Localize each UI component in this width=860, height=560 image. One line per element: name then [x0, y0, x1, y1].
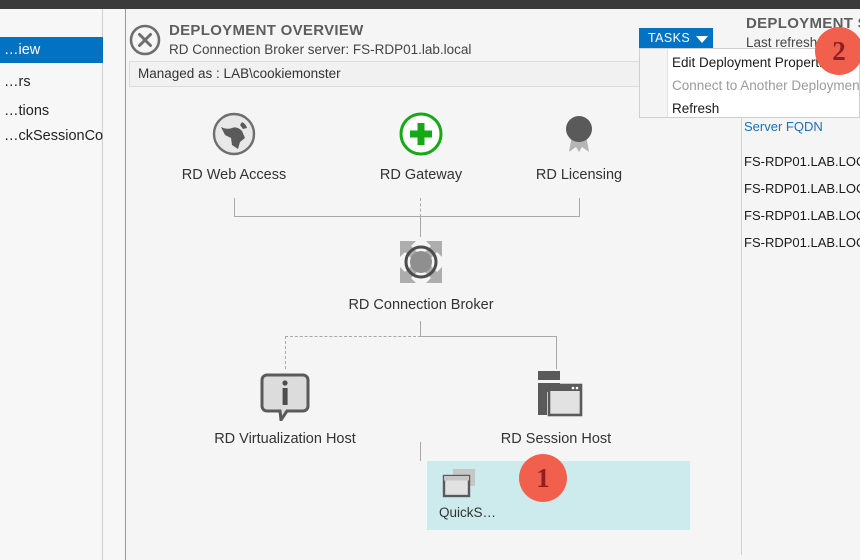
page-title: DEPLOYMENT OVERVIEW [169, 22, 364, 39]
info-bubble-icon [207, 369, 363, 426]
green-plus-icon [369, 111, 473, 162]
sidebar-item-label: …rs [4, 74, 31, 90]
menu-item-refresh[interactable]: Refresh [672, 98, 719, 120]
table-row[interactable]: FS-RDP01.LAB.LOCAL [744, 181, 860, 196]
server-window-icon [487, 369, 625, 426]
deployment-overview-icon [129, 24, 161, 56]
sidebar-item-servers[interactable]: …rs [0, 69, 103, 95]
table-row[interactable]: FS-RDP01.LAB.LOCAL [744, 208, 860, 223]
node-rd-gateway[interactable]: RD Gateway [369, 111, 473, 183]
node-label: RD Gateway [369, 167, 473, 183]
node-rd-web-access[interactable]: RD Web Access [181, 111, 287, 183]
node-label: RD Connection Broker [345, 297, 497, 313]
connector-stub-webaccess [234, 198, 235, 217]
sidebar-item-collections[interactable]: …tions [0, 98, 103, 124]
sidebar-item-overview[interactable]: …iew [0, 37, 103, 63]
sidebar-item-label: …ckSessionCo… [4, 128, 103, 144]
connector-to-virtualization-host [285, 336, 421, 337]
connector-stub-gateway [420, 198, 421, 217]
tasks-button-label: TASKS [648, 31, 690, 45]
annotation-badge-2: 2 [815, 27, 860, 75]
sidebar-item-quicksessioncollection[interactable]: …ckSessionCo… [0, 123, 103, 149]
broker-arrows-icon [345, 237, 497, 292]
window-titlebar [0, 0, 860, 9]
table-row[interactable]: FS-RDP01.LAB.LOCAL [744, 154, 860, 169]
sidebar-spacer [103, 9, 126, 560]
collection-label: QuickS… [439, 505, 496, 520]
annotation-badge-1: 1 [519, 454, 567, 502]
menu-item-connect-to-another-deployment: Connect to Another Deployment [672, 75, 860, 97]
page-subtitle: RD Connection Broker server: FS-RDP01.la… [169, 42, 471, 57]
menu-item-edit-deployment-properties[interactable]: Edit Deployment Properties [672, 52, 836, 74]
connector-bus-top [234, 216, 579, 217]
sidebar-item-label: …iew [4, 42, 40, 58]
globe-icon [181, 111, 287, 162]
node-label: RD Web Access [181, 167, 287, 183]
connector-broker-down [420, 321, 421, 336]
node-label: RD Virtualization Host [207, 431, 363, 447]
sidebar-item-label: …tions [4, 103, 49, 119]
node-rd-virtualization-host[interactable]: RD Virtualization Host [207, 369, 363, 447]
managed-as-text: Managed as : LAB\cookiemonster [138, 66, 341, 81]
connector-bus-to-broker [420, 216, 421, 237]
award-ribbon-icon [527, 111, 631, 162]
connector-to-session-host [420, 336, 556, 337]
tasks-button[interactable]: TASKS [639, 28, 713, 48]
connector-virtualization-drop [285, 336, 286, 369]
node-rd-connection-broker[interactable]: RD Connection Broker [345, 237, 497, 313]
windows-stack-icon [441, 467, 481, 506]
node-rd-session-host[interactable]: RD Session Host [487, 369, 625, 447]
connector-sessionhost-to-collection [420, 442, 421, 461]
connector-stub-licensing [579, 198, 580, 217]
node-label: RD Licensing [527, 167, 631, 183]
node-rd-licensing[interactable]: RD Licensing [527, 111, 631, 183]
column-header-server-fqdn[interactable]: Server FQDN [744, 119, 823, 134]
navigation-sidebar: …iew …rs …tions …ckSessionCo… [0, 9, 103, 560]
node-label: RD Session Host [487, 431, 625, 447]
connector-session-drop [556, 336, 557, 369]
table-row[interactable]: FS-RDP01.LAB.LOCAL [744, 235, 860, 250]
menu-icon-gutter [640, 49, 668, 117]
right-panel-grid-line [741, 109, 742, 555]
chevron-down-icon [696, 36, 708, 43]
